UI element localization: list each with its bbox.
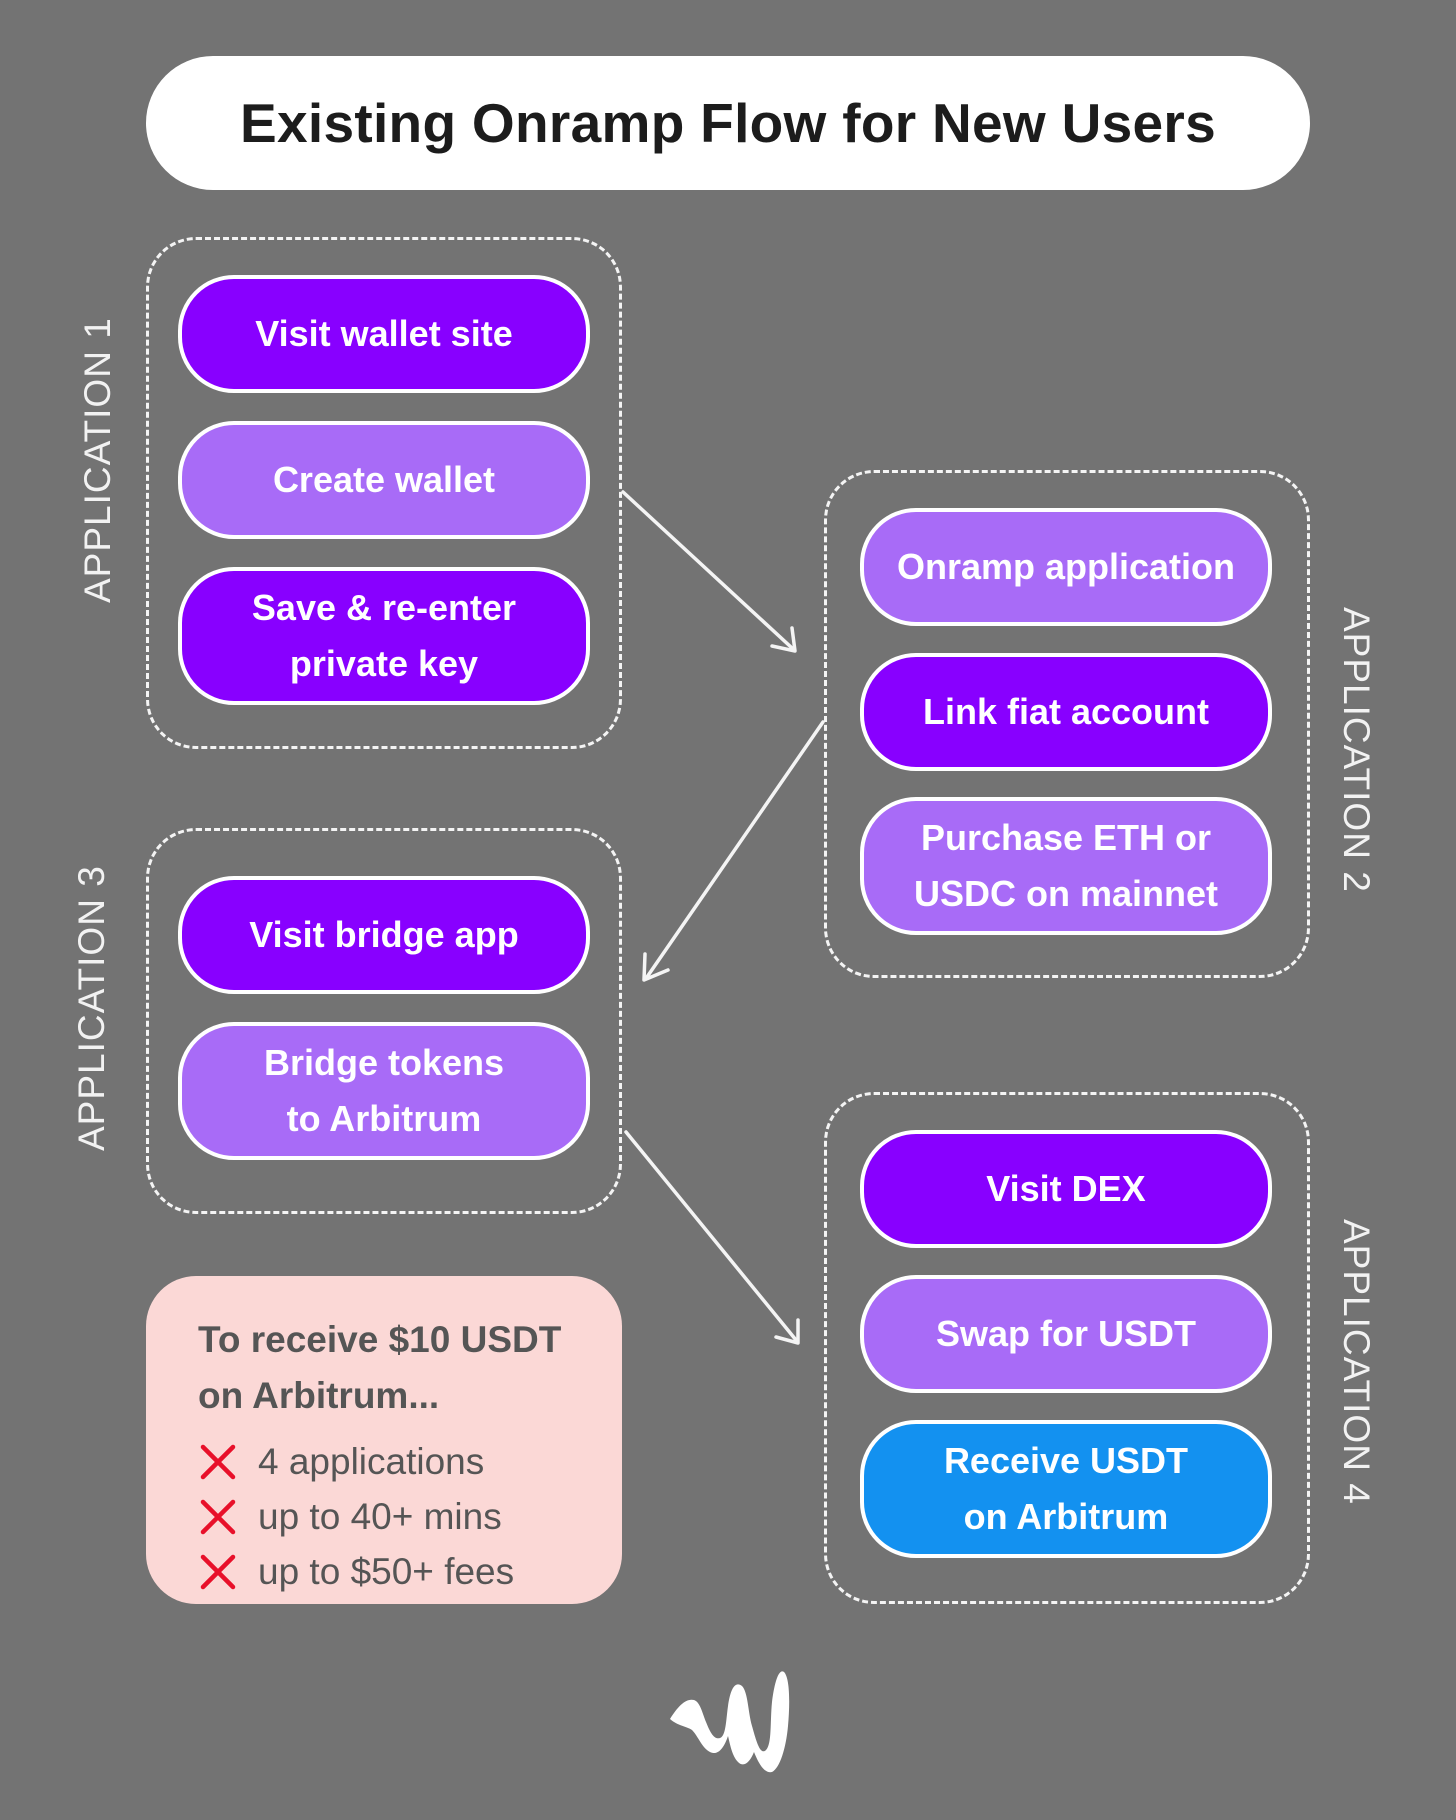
summary-item: 4 applications: [198, 1434, 622, 1489]
application-1-group: [146, 237, 622, 749]
step-visit-dex: Visit DEX: [860, 1130, 1272, 1248]
step-link-fiat-account: Link fiat account: [860, 653, 1272, 771]
summary-item-text: up to 40+ mins: [258, 1495, 502, 1537]
step-swap-usdt: Swap for USDT: [860, 1275, 1272, 1393]
application-2-group: [824, 470, 1310, 978]
step-save-private-key: Save & re-enter private key: [178, 567, 590, 705]
summary-item: up to 40+ mins: [198, 1489, 622, 1544]
arrow-app3-to-app4: [624, 1130, 800, 1345]
summary-item-text: 4 applications: [258, 1440, 485, 1482]
summary-item: up to $50+ fees: [198, 1544, 622, 1599]
red-x-icon: [200, 1499, 236, 1534]
diagram-title: Existing Onramp Flow for New Users: [146, 56, 1310, 190]
summary-heading: To receive $10 USDT on Arbitrum...: [198, 1319, 562, 1416]
step-create-wallet: Create wallet: [178, 421, 590, 539]
application-4-group: [824, 1092, 1310, 1604]
arrow-app1-to-app2: [621, 490, 797, 653]
step-bridge-tokens: Bridge tokens to Arbitrum: [178, 1022, 590, 1160]
summary-note: To receive $10 USDT on Arbitrum... 4 app…: [146, 1276, 622, 1604]
wave-logo-icon: [670, 1671, 790, 1773]
step-visit-bridge-app: Visit bridge app: [178, 876, 590, 994]
step-receive-usdt: Receive USDT on Arbitrum: [860, 1420, 1272, 1558]
arrow-app2-to-app3: [642, 720, 825, 982]
summary-item-text: up to $50+ fees: [258, 1550, 515, 1592]
application-3-group: [146, 828, 622, 1214]
step-purchase-eth-usdc: Purchase ETH or USDC on mainnet: [860, 797, 1272, 935]
step-visit-wallet-site: Visit wallet site: [178, 275, 590, 393]
red-x-icon: [200, 1554, 236, 1589]
step-onramp-application: Onramp application: [860, 508, 1272, 626]
red-x-icon: [200, 1444, 236, 1479]
